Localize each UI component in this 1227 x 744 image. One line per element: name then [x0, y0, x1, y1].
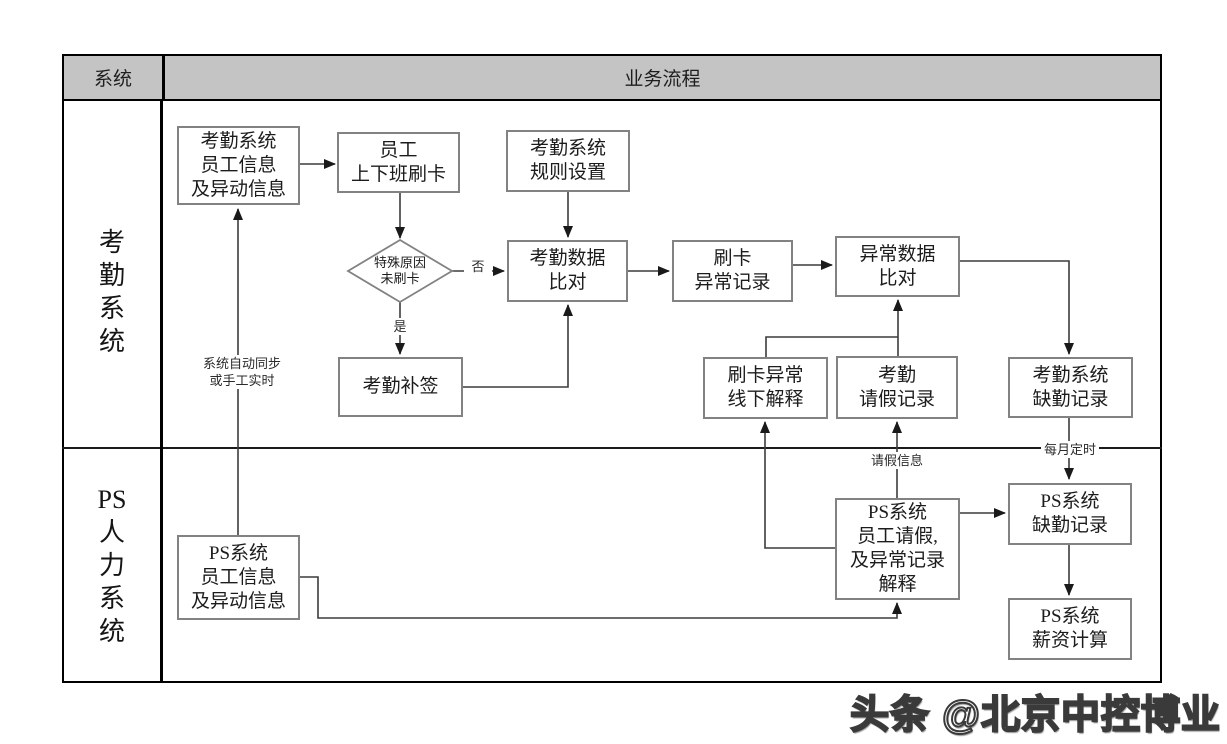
header-cell-process: 业务流程 — [624, 69, 701, 90]
node-employee-swipe: 员工 上下班刷卡 — [337, 132, 460, 193]
header-row: 系统 业务流程 — [62, 54, 1162, 101]
node-ps-emp-info: PS系统 员工信息 及异动信息 — [177, 535, 300, 620]
node-attendance-emp-info: 考勤系统 员工信息 及异动信息 — [177, 126, 300, 205]
node-rule-setting: 考勤系统 规则设置 — [506, 130, 630, 192]
node-ps-absence-record: PS系统 缺勤记录 — [1008, 483, 1132, 545]
edge-label-leave-info: 请假信息 — [866, 452, 928, 469]
lane-divider — [62, 447, 1162, 449]
edge-label-sync: 系统自动同步 或手工实时 — [192, 355, 292, 389]
node-attendance-data-compare: 考勤数据 比对 — [507, 240, 628, 302]
edge-label-no: 否 — [464, 258, 492, 275]
watermark: 头条 @北京中控博业 — [849, 693, 1221, 738]
edge-label-monthly: 每月定时 — [1041, 441, 1099, 458]
decision-diamond-label: 特殊原因 未刷卡 — [373, 255, 426, 286]
node-attendance-leave-record: 考勤 请假记录 — [836, 356, 958, 419]
node-attendance-makeup-sign: 考勤补签 — [338, 357, 463, 417]
node-ps-salary-calc: PS系统 薪资计算 — [1008, 598, 1132, 660]
lane-label-ps-hr-system: PS 人 力 系 统 — [97, 485, 127, 646]
edge-label-yes: 是 — [387, 318, 413, 335]
header-cell-system: 系统 — [64, 56, 165, 99]
node-attendance-absence-record: 考勤系统 缺勤记录 — [1008, 357, 1133, 418]
node-ps-leave-explain: PS系统 员工请假, 及异常记录 解释 — [835, 498, 960, 600]
node-abnormal-data-compare: 异常数据 比对 — [835, 236, 960, 297]
node-offline-explanation: 刷卡异常 线下解释 — [703, 357, 828, 419]
node-swipe-abnormal-record: 刷卡 异常记录 — [672, 240, 793, 302]
label-column-divider — [160, 101, 163, 683]
lane-label-attendance-system: 考 勤 系 统 — [98, 228, 125, 356]
